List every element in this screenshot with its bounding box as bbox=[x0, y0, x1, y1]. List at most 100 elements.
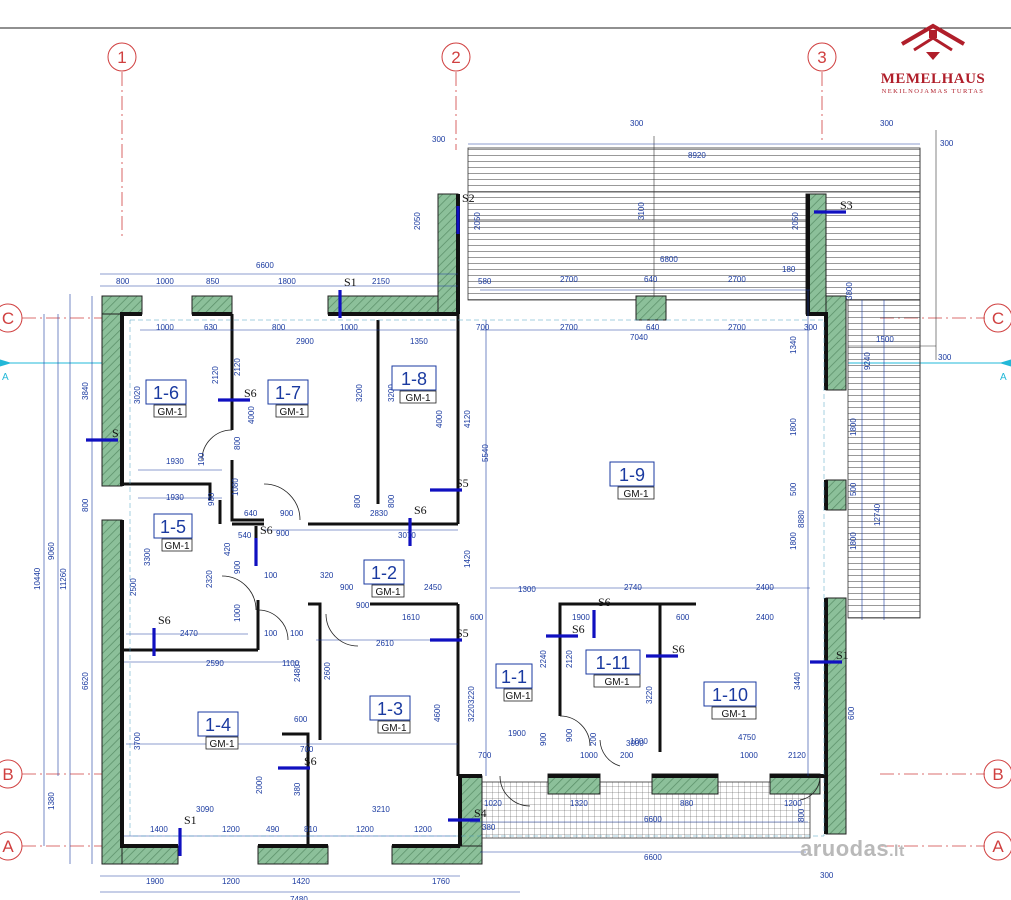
dimension-value: 600 bbox=[470, 613, 484, 622]
dimension-value: 1340 bbox=[789, 336, 798, 354]
section-marker: S6 bbox=[278, 754, 317, 770]
room-number: 1-11 bbox=[596, 653, 631, 673]
dimension-value: 3220 bbox=[467, 704, 476, 722]
axis-label: C bbox=[2, 309, 14, 328]
dimension-value: 800 bbox=[116, 277, 130, 286]
dimension-value: 3700 bbox=[133, 732, 142, 750]
dimension-value: 2120 bbox=[233, 358, 242, 376]
room-type: GM-1 bbox=[605, 677, 630, 688]
interior-walls bbox=[122, 314, 696, 846]
dimension-value: 810 bbox=[304, 825, 318, 834]
watermark-tld: .lt bbox=[889, 843, 905, 860]
dimension-value: 1000 bbox=[630, 737, 648, 746]
dimension-value: 2740 bbox=[624, 583, 642, 592]
dimension-value: 900 bbox=[565, 728, 574, 742]
section-label: S5 bbox=[456, 626, 469, 640]
dimension-value: 580 bbox=[478, 277, 492, 286]
dimension-value: 1200 bbox=[222, 877, 240, 886]
dimension-value: 800 bbox=[353, 494, 362, 508]
dimension-value: 8920 bbox=[688, 151, 706, 160]
axis-label: 2 bbox=[451, 48, 460, 67]
dimension-value: 4000 bbox=[435, 410, 444, 428]
room-label: 1-9GM-1 bbox=[609, 461, 655, 500]
section-marker: S1 bbox=[338, 275, 357, 318]
dimension-value: 1200 bbox=[222, 825, 240, 834]
section-label: S5 bbox=[456, 476, 469, 490]
dimension-value: 640 bbox=[244, 509, 258, 518]
dimension-value: 3220 bbox=[467, 686, 476, 704]
dimension-value: 4000 bbox=[247, 406, 256, 424]
axis-label: C bbox=[992, 309, 1004, 328]
dimension-value: 300 bbox=[432, 135, 446, 144]
dimension-value: 500 bbox=[789, 482, 798, 496]
insulation-bands bbox=[101, 193, 847, 865]
section-label: S1 bbox=[344, 275, 357, 289]
section-marker: S6 bbox=[646, 642, 685, 658]
brand-mark-icon bbox=[900, 23, 966, 60]
dimension-value: 9060 bbox=[47, 542, 56, 560]
section-marker: S6 bbox=[592, 595, 611, 638]
dimension-value: 6600 bbox=[644, 853, 662, 862]
dimension-value: 900 bbox=[276, 529, 290, 538]
axis-label: 3 bbox=[817, 48, 826, 67]
dimension-value: 2700 bbox=[560, 275, 578, 284]
dimension-value: 2050 bbox=[473, 212, 482, 230]
section-label: S1 bbox=[112, 426, 125, 440]
dimension-value: 1800 bbox=[789, 418, 798, 436]
dimension-value: 4120 bbox=[463, 410, 472, 428]
room-type: GM-1 bbox=[376, 587, 401, 598]
dimension-value: 300 bbox=[820, 871, 834, 880]
axis-labels: 1 2 3 C C B B A A bbox=[2, 48, 1004, 856]
section-label: S1 bbox=[836, 648, 849, 662]
dimension-value: 1320 bbox=[570, 799, 588, 808]
dimension-value: 700 bbox=[300, 745, 314, 754]
section-marker: S1 bbox=[810, 648, 849, 664]
dimension-value: 10440 bbox=[33, 567, 42, 590]
dimension-value: 490 bbox=[266, 825, 280, 834]
section-label: S6 bbox=[158, 613, 171, 627]
room-number: 1-3 bbox=[377, 699, 403, 719]
dimension-value: 11260 bbox=[59, 568, 68, 590]
dimension-value: 2700 bbox=[728, 323, 746, 332]
dimension-value: 100 bbox=[197, 452, 206, 466]
dimension-value: 380 bbox=[293, 782, 302, 796]
terrace-bottom bbox=[479, 781, 811, 839]
dimension-value: 2900 bbox=[296, 337, 314, 346]
dimension-value: 630 bbox=[204, 323, 218, 332]
section-marker: S6 bbox=[254, 523, 273, 566]
dimension-value: 3840 bbox=[81, 382, 90, 400]
dimension-value: 1800 bbox=[278, 277, 296, 286]
dimension-value: 6600 bbox=[256, 261, 274, 270]
dimension-value: 180 bbox=[782, 265, 796, 274]
section-marker: S6 bbox=[152, 613, 171, 656]
room-number: 1-8 bbox=[401, 369, 427, 389]
section-marker: S4 bbox=[448, 806, 487, 822]
axis-label: 1 bbox=[117, 48, 126, 67]
dimension-value: 1610 bbox=[402, 613, 420, 622]
room-type: GM-1 bbox=[165, 541, 190, 552]
section-label: S6 bbox=[672, 642, 685, 656]
dimension-value: 2500 bbox=[129, 578, 138, 596]
dimension-value: 1800 bbox=[849, 418, 858, 436]
room-type: GM-1 bbox=[624, 489, 649, 500]
dimension-value: 640 bbox=[644, 275, 658, 284]
section-marker: S6 bbox=[546, 622, 585, 638]
dimension-value: 2610 bbox=[376, 639, 394, 648]
dimension-value: 1200 bbox=[356, 825, 374, 834]
dimension-value: 1800 bbox=[789, 532, 798, 550]
section-label: S4 bbox=[474, 806, 487, 820]
dimension-value: 800 bbox=[797, 808, 806, 822]
section-label: S1 bbox=[184, 813, 197, 827]
section-marker: S1 bbox=[86, 426, 125, 442]
reference-label-right: A bbox=[1000, 372, 1007, 383]
dimension-value: 1930 bbox=[166, 493, 184, 502]
brand-subtitle: NEKILNOJAMAS TURTAS bbox=[881, 88, 985, 95]
dimension-value: 3200 bbox=[355, 384, 364, 402]
dimension-value: 2320 bbox=[205, 570, 214, 588]
axis-label: A bbox=[992, 837, 1004, 856]
room-type: GM-1 bbox=[506, 691, 531, 702]
dimension-value: 1300 bbox=[518, 585, 536, 594]
dimension-value: 2400 bbox=[756, 583, 774, 592]
dimension-value: 800 bbox=[233, 436, 242, 450]
